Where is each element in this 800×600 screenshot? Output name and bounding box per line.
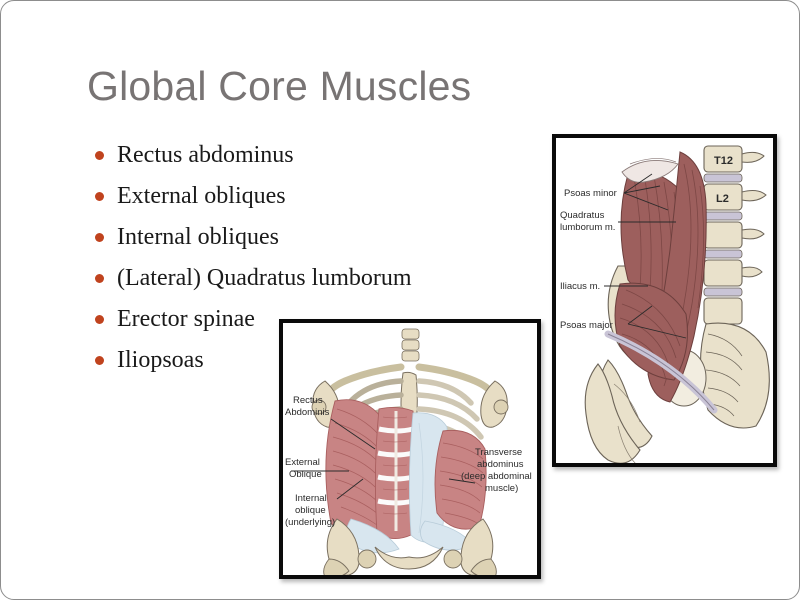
bullet-dot-icon [95,315,104,324]
label-internal-oblique-line3: (underlying) [285,517,335,528]
list-item-label: External obliques [117,183,286,209]
label-external-oblique-line1: External [285,457,320,468]
psoas-minor-muscle [621,158,679,183]
list-item-label: Internal obliques [117,224,279,250]
label-transverse-line2: abdominus [477,459,524,470]
label-rectus-line1: Rectus [293,395,323,406]
cervical-spine-stub [401,328,420,362]
page-title: Global Core Muscles [87,63,472,109]
transverse-abdominus-muscle [434,429,487,530]
bullet-dot-icon [95,233,104,242]
iliacus-muscle [614,282,688,381]
bullet-dot-icon [95,151,104,160]
psoas-figure-graphic: T12 L2 Psoas minor Quadratus lumborum m.… [556,138,773,463]
bullet-list: Rectus abdominus External obliques Inter… [91,135,531,381]
label-transverse-line1: Transverse [475,447,522,458]
vertebra-label-t12: T12 [714,155,733,167]
label-rectus-line2: Abdominis [285,407,330,418]
rectus-abdominis-muscle [374,406,416,539]
list-item-label: Rectus abdominus [117,142,294,168]
list-item-label: (Lateral) Quadratus lumborum [117,265,412,291]
pelvis-and-femurs [323,518,497,575]
bullet-dot-icon [95,274,104,283]
label-psoas-minor: Psoas minor [564,188,617,199]
list-item: Iliopsoas [91,340,531,381]
vertebra-label-l2: L2 [716,193,729,205]
bullet-dot-icon [95,192,104,201]
leader-lines [604,173,687,339]
label-quadratus-line1: Quadratus [560,210,605,221]
label-transverse-line4: muscle) [485,483,518,494]
label-psoas-major: Psoas major [560,320,613,331]
psoas-iliacus-anatomy-figure: T12 L2 Psoas minor Quadratus lumborum m.… [552,134,777,467]
list-item: Erector spinae [91,299,531,340]
list-item: External obliques [91,176,531,217]
label-transverse-line3: (deep abdominal [461,471,532,482]
femur-illustration [584,363,641,463]
label-iliacus: Iliacus m. [560,281,600,292]
label-external-oblique-line2: Oblique [289,469,322,480]
list-item: (Lateral) Quadratus lumborum [91,258,531,299]
bullet-dot-icon [95,356,104,365]
abdominals-figure-graphic: Rectus Abdominis External Oblique Intern… [283,323,537,575]
list-item: Rectus abdominus [91,135,531,176]
abdominal-muscles-figure: Rectus Abdominis External Oblique Intern… [279,319,541,579]
label-quadratus-line2: lumborum m. [560,222,615,233]
list-item-label: Iliopsoas [117,347,204,373]
leader-lines [291,418,476,500]
inguinal-ligament [604,330,718,414]
label-internal-oblique-line2: oblique [295,505,326,516]
list-item: Internal obliques [91,217,531,258]
lumbar-spine-illustration [699,145,770,429]
list-item-label: Erector spinae [117,306,255,332]
label-internal-oblique-line1: Internal [295,493,327,504]
